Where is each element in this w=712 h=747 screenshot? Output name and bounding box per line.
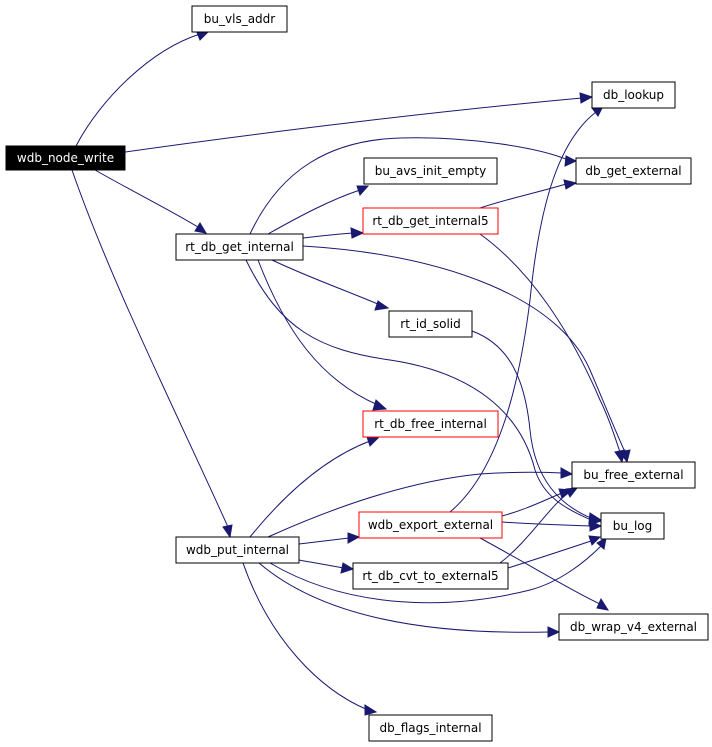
node-db-flags-internal[interactable]: db_flags_internal	[368, 714, 493, 742]
node-box	[175, 536, 300, 564]
node-rt-id-solid[interactable]: rt_id_solid	[388, 310, 473, 338]
node-wdb-export-external[interactable]: wdb_export_external	[358, 511, 503, 539]
node-label: db_lookup	[603, 88, 664, 102]
node-bu-vls-addr[interactable]: bu_vls_addr	[191, 5, 288, 33]
node-label: rt_db_get_internal5	[372, 214, 488, 228]
edge-wdb-put-internal-to-rt-db-cvt-to-external5	[298, 559, 355, 574]
node-label: rt_db_free_internal	[374, 417, 487, 431]
node-label: bu_free_external	[583, 468, 683, 482]
edge-rt-db-get-internal5-to-db-get-external	[479, 179, 578, 209]
edge-rt-db-get-internal-to-rt-db-free-internal	[257, 259, 388, 411]
node-box	[358, 511, 503, 539]
node-label: wdb_put_internal	[186, 543, 289, 557]
edge-wdb-put-internal-to-bu-free-external	[267, 467, 574, 538]
edge-wdb-node-write-to-db-lookup	[124, 92, 594, 153]
node-box	[352, 562, 509, 590]
node-bu-free-external[interactable]: bu_free_external	[571, 461, 696, 489]
edge-wdb-export-external-to-bu-free-external	[501, 488, 573, 517]
edge-rt-db-get-internal-to-rt-db-get-internal5	[302, 227, 365, 239]
edge-rt-db-get-internal-to-bu-avs-init-empty	[267, 185, 370, 235]
edge-wdb-export-external-to-bu-log	[501, 520, 603, 532]
call-graph-edges	[71, 29, 631, 716]
node-box	[368, 714, 493, 742]
edge-wdb-node-write-to-bu-vls-addr	[75, 29, 210, 147]
node-box	[175, 233, 304, 261]
node-rt-db-get-internal[interactable]: rt_db_get_internal	[175, 233, 304, 261]
node-label: wdb_export_external	[368, 518, 493, 532]
edge-wdb-node-write-to-wdb-put-internal	[71, 169, 233, 539]
node-label: bu_vls_addr	[204, 12, 275, 26]
edge-wdb-node-write-to-rt-db-get-internal	[94, 169, 207, 234]
node-rt-db-free-internal[interactable]: rt_db_free_internal	[362, 410, 499, 438]
node-wdb-node-write[interactable]: wdb_node_write	[5, 145, 126, 171]
node-box	[363, 157, 498, 185]
edge-wdb-put-internal-to-db-wrap-v4-external	[258, 562, 561, 638]
edge-rt-id-solid-to-bu-log	[471, 330, 603, 524]
node-label: rt_id_solid	[400, 317, 460, 331]
node-bu-log[interactable]: bu_log	[600, 512, 665, 540]
edge-wdb-export-external-to-db-wrap-v4-external	[479, 537, 610, 611]
node-db-get-external[interactable]: db_get_external	[575, 157, 692, 185]
node-box	[575, 157, 692, 185]
node-wdb-put-internal[interactable]: wdb_put_internal	[175, 536, 300, 564]
node-box	[600, 512, 665, 540]
node-label: rt_db_cvt_to_external5	[362, 569, 498, 583]
node-label: rt_db_get_internal	[185, 240, 294, 254]
node-box	[5, 145, 126, 171]
node-label: bu_log	[613, 519, 653, 533]
edge-wdb-put-internal-to-wdb-export-external	[298, 532, 361, 545]
node-label: db_flags_internal	[379, 721, 481, 735]
node-box	[362, 410, 499, 438]
node-rt-db-get-internal5[interactable]: rt_db_get_internal5	[362, 207, 499, 235]
node-box	[591, 81, 676, 109]
node-box	[558, 613, 709, 641]
call-graph-nodes: wdb_node_write bu_vls_addr db_lookup bu_avs…	[5, 5, 709, 742]
node-box	[571, 461, 696, 489]
edge-wdb-put-internal-to-db-flags-internal	[242, 562, 378, 716]
node-rt-db-cvt-to-external5[interactable]: rt_db_cvt_to_external5	[352, 562, 509, 590]
edge-rt-db-get-internal-to-rt-id-solid	[271, 259, 390, 311]
node-db-wrap-v4-external[interactable]: db_wrap_v4_external	[558, 613, 709, 641]
edge-rt-db-get-internal5-to-bu-free-external	[479, 233, 626, 464]
node-label: db_wrap_v4_external	[570, 620, 697, 634]
edge-rt-db-cvt-to-external5-to-bu-log	[507, 535, 602, 569]
edge-rt-db-get-internal-to-db-get-external	[249, 137, 578, 235]
node-box	[191, 5, 288, 33]
edge-wdb-put-internal-to-bu-log	[269, 537, 607, 604]
node-db-lookup[interactable]: db_lookup	[591, 81, 676, 109]
node-box	[362, 207, 499, 235]
node-label: db_get_external	[585, 164, 681, 178]
node-label: bu_avs_init_empty	[375, 164, 486, 178]
node-label: wdb_node_write	[17, 151, 114, 165]
node-box	[388, 310, 473, 338]
node-bu-avs-init-empty[interactable]: bu_avs_init_empty	[363, 157, 498, 185]
